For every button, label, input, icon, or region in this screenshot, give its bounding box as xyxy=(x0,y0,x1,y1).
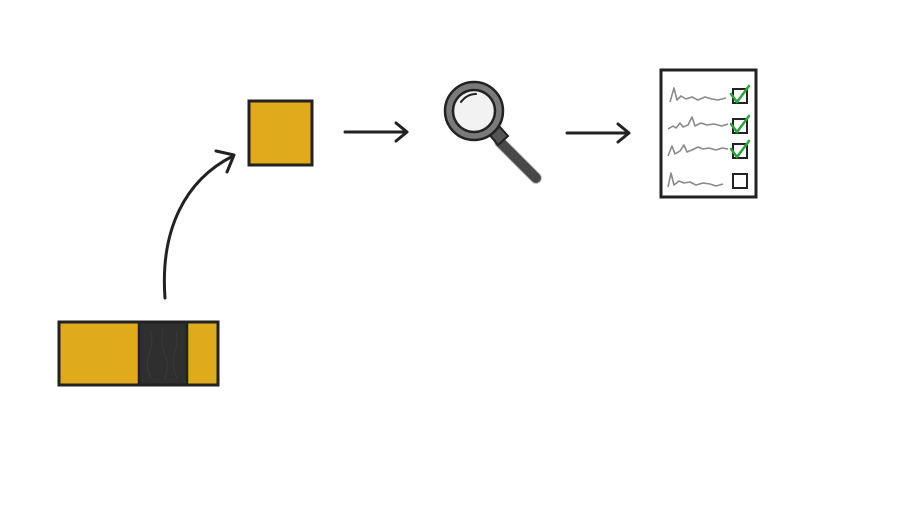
checklist-rows xyxy=(667,84,751,189)
checkmark-icon xyxy=(729,84,751,104)
curved-arrow-head xyxy=(214,149,236,174)
checklist-row xyxy=(667,114,751,134)
checkmark-icon xyxy=(729,139,751,159)
edge-magnifier-to-checklist xyxy=(565,122,631,144)
checkmark-icon xyxy=(729,114,751,134)
magnifier-lens xyxy=(451,88,497,134)
checkbox-icon xyxy=(732,173,748,189)
checklist-icon xyxy=(659,68,758,199)
strip-left-segment xyxy=(59,322,141,385)
magnifier-glint xyxy=(460,93,477,103)
checklist-row xyxy=(667,139,751,159)
arrow-2-head xyxy=(616,122,631,144)
strip-right-segment xyxy=(186,322,218,385)
edge-square-to-magnifier xyxy=(343,121,409,143)
spectrum-trace xyxy=(667,172,724,188)
arrow-1-head xyxy=(394,121,409,143)
spectrum-trace xyxy=(667,116,729,130)
checklist-row xyxy=(669,84,751,104)
sample-square-body xyxy=(247,99,314,167)
edge-strip-to-square xyxy=(162,149,236,300)
strip-band-texture xyxy=(146,327,178,381)
sample-square xyxy=(247,99,314,167)
magnifier-handle-outline xyxy=(494,136,542,184)
curved-arrow-shaft xyxy=(162,154,235,300)
magnifier-icon xyxy=(443,80,542,184)
source-strip xyxy=(57,320,220,387)
magnifier-handle xyxy=(495,137,541,183)
spectrum-trace xyxy=(667,144,729,157)
checklist-row xyxy=(667,172,748,189)
spectrum-trace xyxy=(669,87,727,103)
strip-dark-band xyxy=(139,322,188,385)
